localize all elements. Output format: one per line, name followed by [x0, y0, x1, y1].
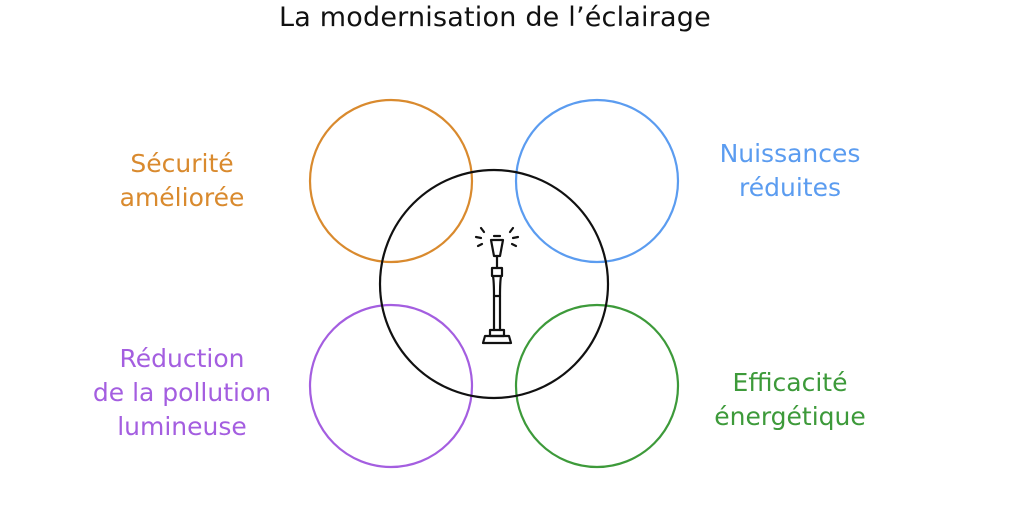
label-reduction-pollution: Réduction de la pollution lumineuse: [68, 342, 296, 444]
center-circle: [378, 168, 610, 400]
label-securite-amelioree: Sécurité améliorée: [82, 147, 282, 215]
label-line: Réduction: [119, 344, 245, 373]
label-line: Nuissances: [719, 139, 861, 168]
label-efficacite-energetique: Efficacité énergétique: [690, 366, 890, 434]
label-line: Efficacité: [732, 368, 848, 397]
label-line: Sécurité: [130, 149, 234, 178]
circle-pollution: [308, 303, 474, 469]
label-line: améliorée: [119, 183, 245, 212]
label-line: réduites: [739, 173, 841, 202]
label-nuissances-reduites: Nuissances réduites: [690, 137, 890, 205]
label-line: de la pollution: [92, 378, 272, 407]
label-line: énergétique: [714, 402, 866, 431]
diagram-title: La modernisation de l’éclairage: [279, 2, 711, 33]
street-lamp-icon: [474, 226, 520, 345]
label-line: lumineuse: [117, 412, 247, 441]
circle-nuissances: [514, 98, 680, 264]
circle-securite: [308, 98, 474, 264]
circle-efficacite: [514, 303, 680, 469]
